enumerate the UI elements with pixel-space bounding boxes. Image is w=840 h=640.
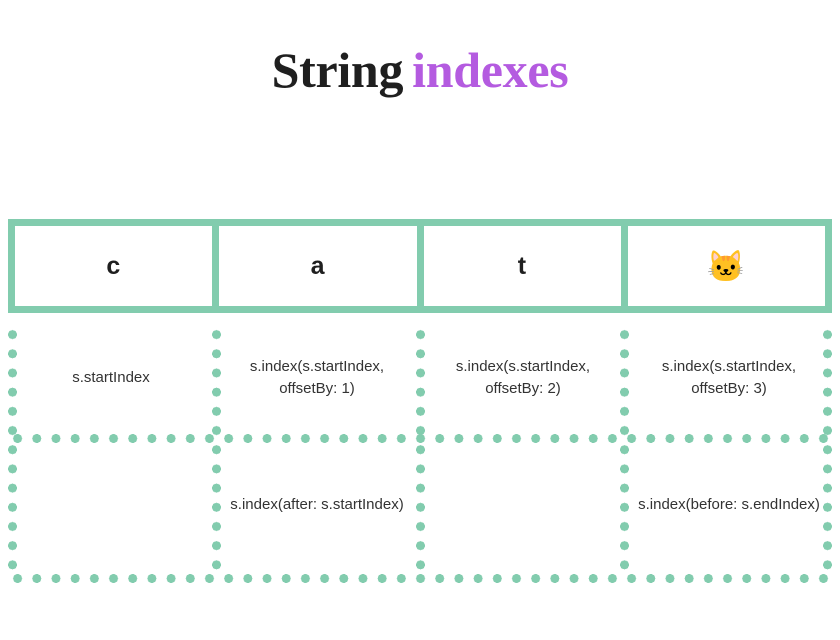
page-title-accent: indexes xyxy=(412,42,569,98)
relative-index-cell-3: s.index(before: s.endIndex) xyxy=(626,431,832,579)
offset-index-label-2: s.index(s.startIndex, offsetBy: 2) xyxy=(455,358,591,397)
table-row-characters: c a t 🐱 xyxy=(8,219,832,313)
char-label-0: c xyxy=(106,251,121,280)
table-row-offset-indexes: s.startIndex s.index(s.startIndex, offse… xyxy=(8,325,832,431)
offset-index-cell-1: s.index(s.startIndex, offsetBy: 1) xyxy=(214,325,420,431)
offset-index-label-3: s.index(s.startIndex, offsetBy: 3) xyxy=(661,358,797,397)
relative-index-label-3: s.index(before: s.endIndex) xyxy=(638,496,820,513)
offset-index-cell-0: s.startIndex xyxy=(8,325,214,431)
offset-index-label-0: s.startIndex xyxy=(72,369,150,386)
string-index-table: c a t 🐱 s.startIndex s.index(s.startInde… xyxy=(8,219,832,583)
char-cell-1: a xyxy=(219,226,424,306)
char-cell-2: t xyxy=(424,226,628,306)
relative-index-cell-2 xyxy=(420,431,626,579)
offset-index-cell-3: s.index(s.startIndex, offsetBy: 3) xyxy=(626,325,832,431)
page-title-primary: String xyxy=(271,42,404,98)
offset-index-label-1: s.index(s.startIndex, offsetBy: 1) xyxy=(249,358,385,397)
offset-index-cell-2: s.index(s.startIndex, offsetBy: 2) xyxy=(420,325,626,431)
char-cell-0: c xyxy=(15,226,220,306)
char-label-1: a xyxy=(310,251,326,280)
relative-index-cell-1: s.index(after: s.startIndex) xyxy=(214,431,420,579)
char-cell-3: 🐱 xyxy=(628,226,825,306)
table-row-relative-indexes: s.index(after: s.startIndex) s.index(bef… xyxy=(8,431,832,579)
relative-index-label-1: s.index(after: s.startIndex) xyxy=(230,496,404,513)
relative-index-cell-0 xyxy=(8,431,214,579)
char-label-2: t xyxy=(517,251,527,280)
cat-face-icon: 🐱 xyxy=(706,248,746,284)
